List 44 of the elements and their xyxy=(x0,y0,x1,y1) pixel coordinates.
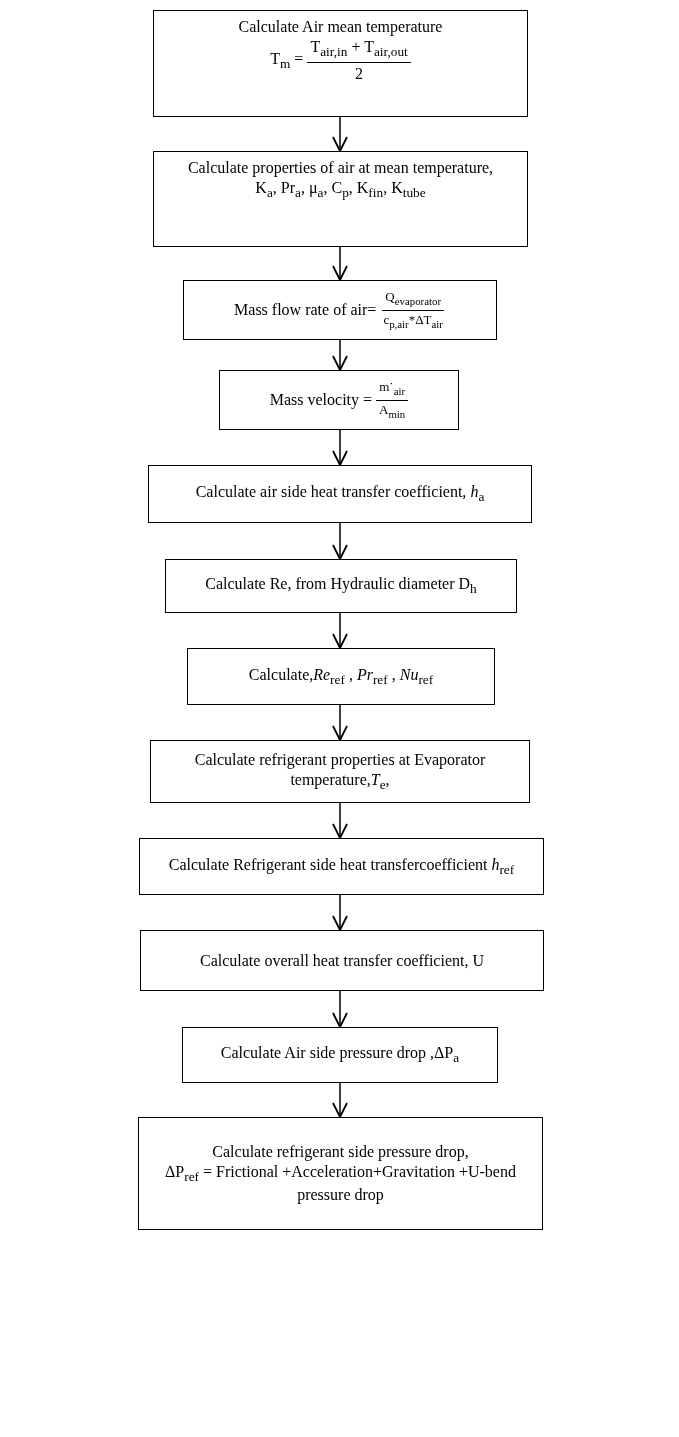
step-text: Calculate refrigerant side pressure drop, xyxy=(212,1141,469,1162)
arrow xyxy=(332,894,348,931)
arrow xyxy=(332,1082,348,1118)
process-box xyxy=(138,1117,543,1230)
arrow xyxy=(332,802,348,839)
denominator: A$_{min}$ xyxy=(378,400,407,421)
process-box xyxy=(148,465,532,523)
process-box xyxy=(182,1027,498,1083)
arrow xyxy=(332,246,348,281)
step-text: Mass velocity = xyxy=(269,390,373,410)
denominator: c$_{p,air}$*ΔT$_{air}$ xyxy=(382,310,444,331)
step-text: Calculate,Re$_{ref}$ , Pr$_{ref}$ , Nu$_{ref}$ xyxy=(248,664,434,689)
formula-text: T$_{m}$ = xyxy=(270,48,304,73)
arrow xyxy=(332,339,348,371)
arrow xyxy=(332,522,348,560)
arrow xyxy=(332,704,348,741)
process-box xyxy=(219,370,459,430)
process-box xyxy=(139,838,544,895)
numerator: m˙$_{air}$ xyxy=(376,379,409,401)
process-box xyxy=(187,648,495,705)
formula-text: ΔP$_{ref}$ = Frictional +Acceleration+Gravitation +U-bend pressure drop xyxy=(164,1161,517,1206)
step-text: Mass flow rate of air= xyxy=(234,300,377,320)
step-text: Calculate Air mean temperature xyxy=(238,17,443,37)
step-text: Calculate overall heat transfer coefficient, U xyxy=(200,950,484,971)
process-box xyxy=(140,930,544,991)
arrow xyxy=(332,429,348,466)
process-box xyxy=(153,10,528,117)
step-text: Calculate properties of air at mean temperature, xyxy=(187,158,494,178)
numerator: T$_{air,in}$ + T$_{air,out}$ xyxy=(307,37,411,63)
arrow xyxy=(332,612,348,649)
process-box xyxy=(150,740,530,803)
step-text: Calculate Re, from Hydraulic diameter D$_{h}$ xyxy=(205,574,477,598)
denominator: 2 xyxy=(354,63,365,84)
step-text: Calculate Refrigerant side heat transfercoefficient h$_{ref}$ xyxy=(168,854,515,879)
arrow xyxy=(332,116,348,152)
process-box xyxy=(153,151,528,247)
numerator: Q$_{evaporator}$ xyxy=(382,289,444,311)
process-box xyxy=(183,280,497,340)
step-text: Calculate air side heat transfer coefficient, h$_{a}$ xyxy=(195,482,485,506)
arrow xyxy=(332,990,348,1028)
step-text: Calculate Air side pressure drop ,ΔP$_{a}$ xyxy=(220,1043,460,1067)
process-box xyxy=(165,559,517,613)
step-text: Calculate refrigerant properties at Evaporator temperature,T$_{e}$, xyxy=(193,749,487,794)
formula-text: K$_{a}$, Pr$_{a}$, μ$_{a}$, C$_{p}$, K$_{fin}$, K$_{tube}$ xyxy=(255,178,426,202)
